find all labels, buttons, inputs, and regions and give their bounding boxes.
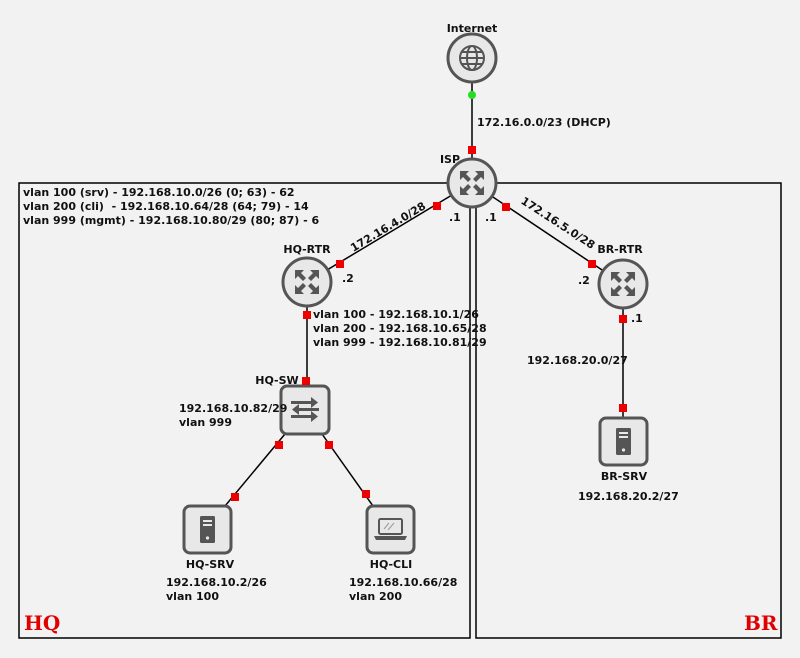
- hq-cli-label: HQ-CLI: [370, 558, 413, 571]
- port-hq-srv: [231, 493, 239, 501]
- hq-cli-ip: 192.168.10.66/28: [349, 576, 457, 589]
- hq-rtr-wan-label: .2: [342, 272, 354, 285]
- isp-hq-side-label: .1: [449, 211, 461, 224]
- link-br-lan-label: 192.168.20.0/27: [527, 354, 628, 367]
- hq-srv-ip: 192.168.10.2/26: [166, 576, 267, 589]
- hq-sw-label: HQ-SW: [255, 374, 298, 387]
- vlan-plan-line: vlan 100 (srv) - 192.168.10.0/26 (0; 63)…: [23, 186, 295, 199]
- router-arrows-icon: [295, 270, 319, 294]
- port-br-rtr-wan: [588, 260, 596, 268]
- links: [204, 82, 624, 531]
- hq-sw-switch[interactable]: [279, 384, 331, 436]
- router-arrows-icon: [611, 272, 635, 296]
- isp-label: ISP: [440, 153, 460, 166]
- br-srv-ip: 192.168.20.2/27: [578, 490, 679, 503]
- link-isp-br-label: 172.16.5.0/28: [519, 194, 598, 251]
- br-rtr-label: BR-RTR: [597, 243, 643, 256]
- hq-rtr-subif-line: vlan 100 - 192.168.10.1/26: [313, 308, 479, 321]
- laptop-icon: [374, 518, 407, 540]
- link-isp-br-rtr: [471, 182, 624, 285]
- hq-rtr-label: HQ-RTR: [283, 243, 331, 256]
- hq-zone-label: HQ: [24, 611, 60, 635]
- internet-label: Internet: [447, 22, 498, 35]
- port-br-rtr-lan: [619, 315, 627, 323]
- br-rtr-wan-label: .2: [578, 274, 590, 287]
- link-internet-isp-label: 172.16.0.0/23 (DHCP): [477, 116, 611, 129]
- port-hq-sw-cli: [325, 441, 333, 449]
- server-icon: [616, 428, 631, 455]
- hq-rtr-router[interactable]: [281, 256, 333, 308]
- hq-srv-label: HQ-SRV: [186, 558, 235, 571]
- port-hq-sw-uplink: [302, 377, 310, 385]
- link-isp-hq-label: 172.16.4.0/28: [348, 199, 428, 254]
- port-hq-rtr-lan: [303, 311, 311, 319]
- vlan-plan-line: vlan 999 (mgmt) - 192.168.10.80/29 (80; …: [23, 214, 320, 227]
- ports: [231, 91, 627, 501]
- switch-arrows-icon: [291, 397, 319, 422]
- br-zone-label: BR: [744, 611, 778, 635]
- hq-sw-ip: 192.168.10.82/29: [179, 402, 287, 415]
- hq-cli-laptop[interactable]: [365, 504, 416, 555]
- port-hq-cli: [362, 490, 370, 498]
- hq-srv-vlan: vlan 100: [166, 590, 219, 603]
- isp-router[interactable]: [446, 157, 498, 209]
- isp-br-side-label: .1: [485, 211, 497, 224]
- port-hq-sw-srv: [275, 441, 283, 449]
- br-srv-server[interactable]: [598, 416, 649, 467]
- port-isp-br: [502, 203, 510, 211]
- hq-sw-vlan: vlan 999: [179, 416, 232, 429]
- br-rtr-lan-label: .1: [631, 312, 643, 325]
- port-br-srv: [619, 404, 627, 412]
- port-isp-internet: [468, 146, 476, 154]
- br-zone-frame: [475, 182, 782, 639]
- globe-icon: [459, 45, 485, 71]
- br-rtr-router[interactable]: [597, 258, 649, 310]
- hq-cli-vlan: vlan 200: [349, 590, 402, 603]
- vlan-plan-line: vlan 200 (cli) - 192.168.10.64/28 (64; 7…: [23, 200, 309, 213]
- port-isp-hq: [433, 202, 441, 210]
- br-srv-label: BR-SRV: [601, 470, 648, 483]
- server-icon: [200, 516, 215, 543]
- port-internet-uplink: [468, 91, 476, 99]
- link-isp-hq-rtr: [306, 182, 473, 283]
- hq-rtr-subif-line: vlan 200 - 192.168.10.65/28: [313, 322, 487, 335]
- internet-node[interactable]: [446, 32, 498, 84]
- hq-rtr-subif-line: vlan 999 - 192.168.10.81/29: [313, 336, 487, 349]
- hq-srv-server[interactable]: [182, 504, 233, 555]
- router-arrows-icon: [460, 171, 484, 195]
- hq-zone-frame: [18, 182, 471, 639]
- port-hq-rtr-wan: [336, 260, 344, 268]
